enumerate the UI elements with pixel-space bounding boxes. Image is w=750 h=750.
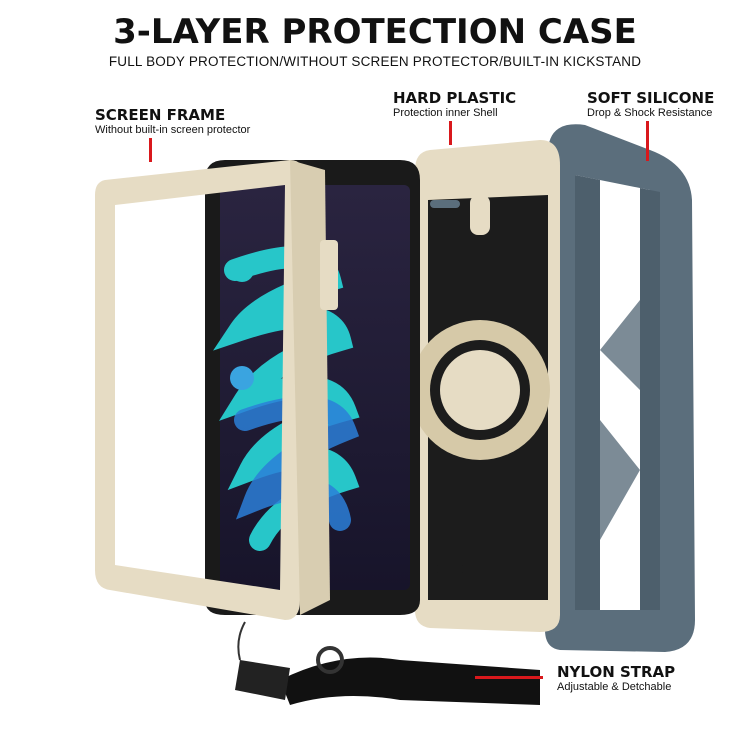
- pointer-line: [475, 676, 543, 679]
- label-subtext: Protection inner Shell: [393, 107, 498, 119]
- page-subtitle: FULL BODY PROTECTION/WITHOUT SCREEN PROT…: [108, 54, 642, 69]
- label-subtext: Drop & Shock Resistance: [587, 107, 713, 119]
- hard-plastic-shell: [410, 140, 560, 632]
- label-subtext: Without built-in screen protector: [95, 124, 251, 136]
- label-hard-plastic: HARD PLASTIC Protection inner Shell: [393, 89, 517, 120]
- label-heading: HARD PLASTIC: [393, 89, 517, 107]
- label-soft-silicone: SOFT SILICONE Drop & Shock Resistance: [587, 89, 715, 120]
- label-heading: NYLON STRAP: [557, 663, 676, 681]
- label-heading: SOFT SILICONE: [587, 89, 715, 107]
- label-screen-frame: SCREEN FRAME Without built-in screen pro…: [95, 106, 251, 137]
- label-heading: SCREEN FRAME: [95, 106, 226, 124]
- soft-silicone-layer: [545, 124, 695, 653]
- pointer-line: [149, 138, 152, 162]
- pointer-line: [449, 121, 452, 145]
- screen-frame: [95, 160, 338, 620]
- page-title: 3-LAYER PROTECTION CASE: [113, 12, 637, 52]
- label-subtext: Adjustable & Detchable: [557, 681, 672, 693]
- pointer-line: [646, 121, 649, 161]
- label-nylon-strap: NYLON STRAP Adjustable & Detchable: [557, 663, 676, 694]
- nylon-strap: [235, 621, 540, 705]
